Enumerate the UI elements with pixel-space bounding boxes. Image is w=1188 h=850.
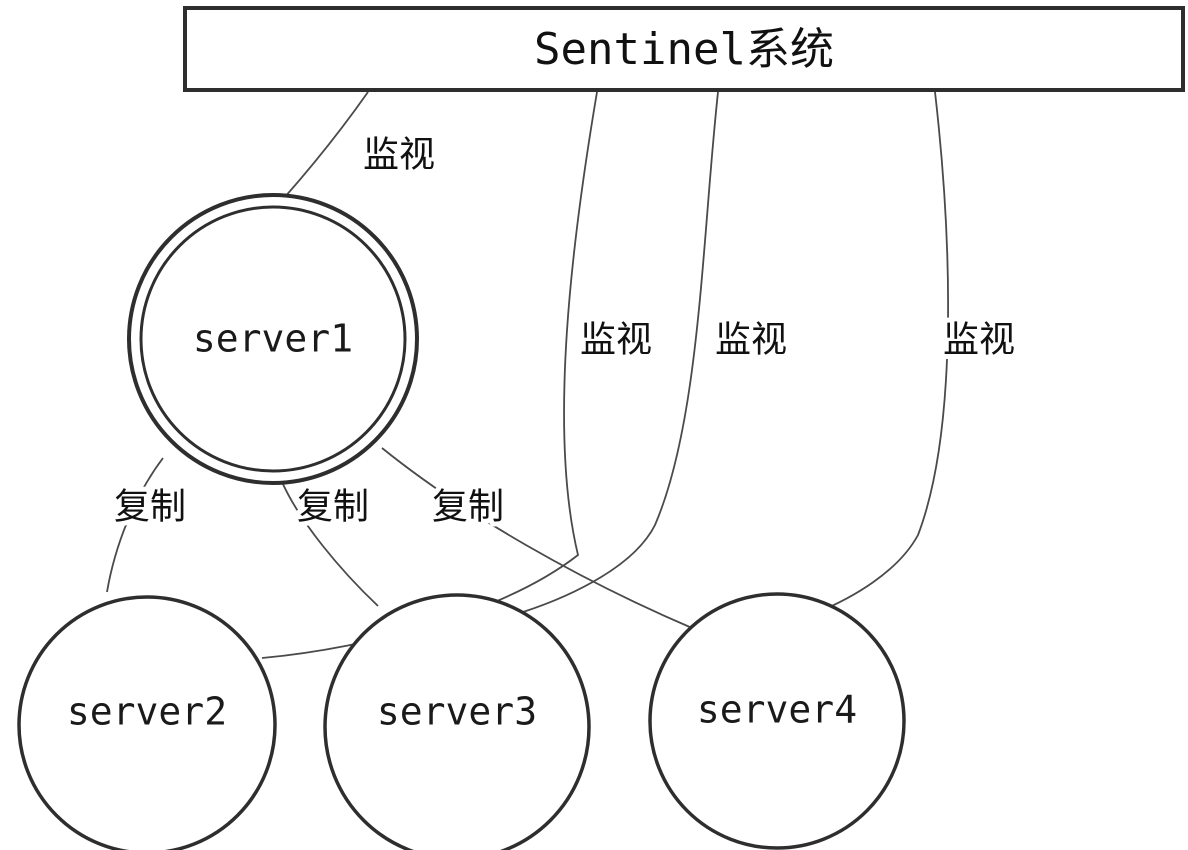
- edge-label-monitor-server4: 监视: [943, 319, 1015, 359]
- node-sentinel: Sentinel系统: [183, 6, 1185, 92]
- server2-label: server2: [67, 690, 227, 734]
- sentinel-label: Sentinel系统: [534, 24, 834, 75]
- server4-circle: [648, 592, 906, 850]
- edge-monitor-sentinel-server1: [283, 91, 369, 199]
- server1-circle-outer: [127, 193, 419, 485]
- node-server2: server2: [17, 595, 277, 850]
- edge-label-replicate-server2: 复制: [114, 486, 186, 526]
- node-server1: server1: [127, 193, 419, 485]
- edge-label-monitor-server2: 监视: [580, 319, 652, 359]
- sentinel-box: [183, 6, 1185, 92]
- server2-circle: [17, 595, 277, 850]
- server3-label: server3: [377, 690, 537, 734]
- server1-circle-inner: [139, 205, 407, 473]
- node-server3: server3: [323, 593, 591, 850]
- server4-label: server4: [697, 688, 857, 732]
- edge-replicate-server1-server2: [106, 457, 164, 593]
- edge-label-monitor-server1: 监视: [363, 134, 435, 174]
- edge-monitor-sentinel-server3: [522, 91, 719, 613]
- edge-replicate-server1-server4: [381, 447, 693, 629]
- server3-circle: [323, 593, 591, 850]
- server1-label: server1: [193, 317, 353, 361]
- edge-label-monitor-server3: 监视: [715, 319, 787, 359]
- edge-label-replicate-server4: 复制: [432, 486, 504, 526]
- edge-label-replicate-server3: 复制: [297, 486, 369, 526]
- node-server4: server4: [648, 592, 906, 850]
- edge-replicate-server1-server3: [281, 481, 379, 607]
- edge-monitor-sentinel-server4: [817, 91, 949, 613]
- edge-label-group: 监视 监视 监视 监视 复制 复制 复制: [109, 129, 1020, 531]
